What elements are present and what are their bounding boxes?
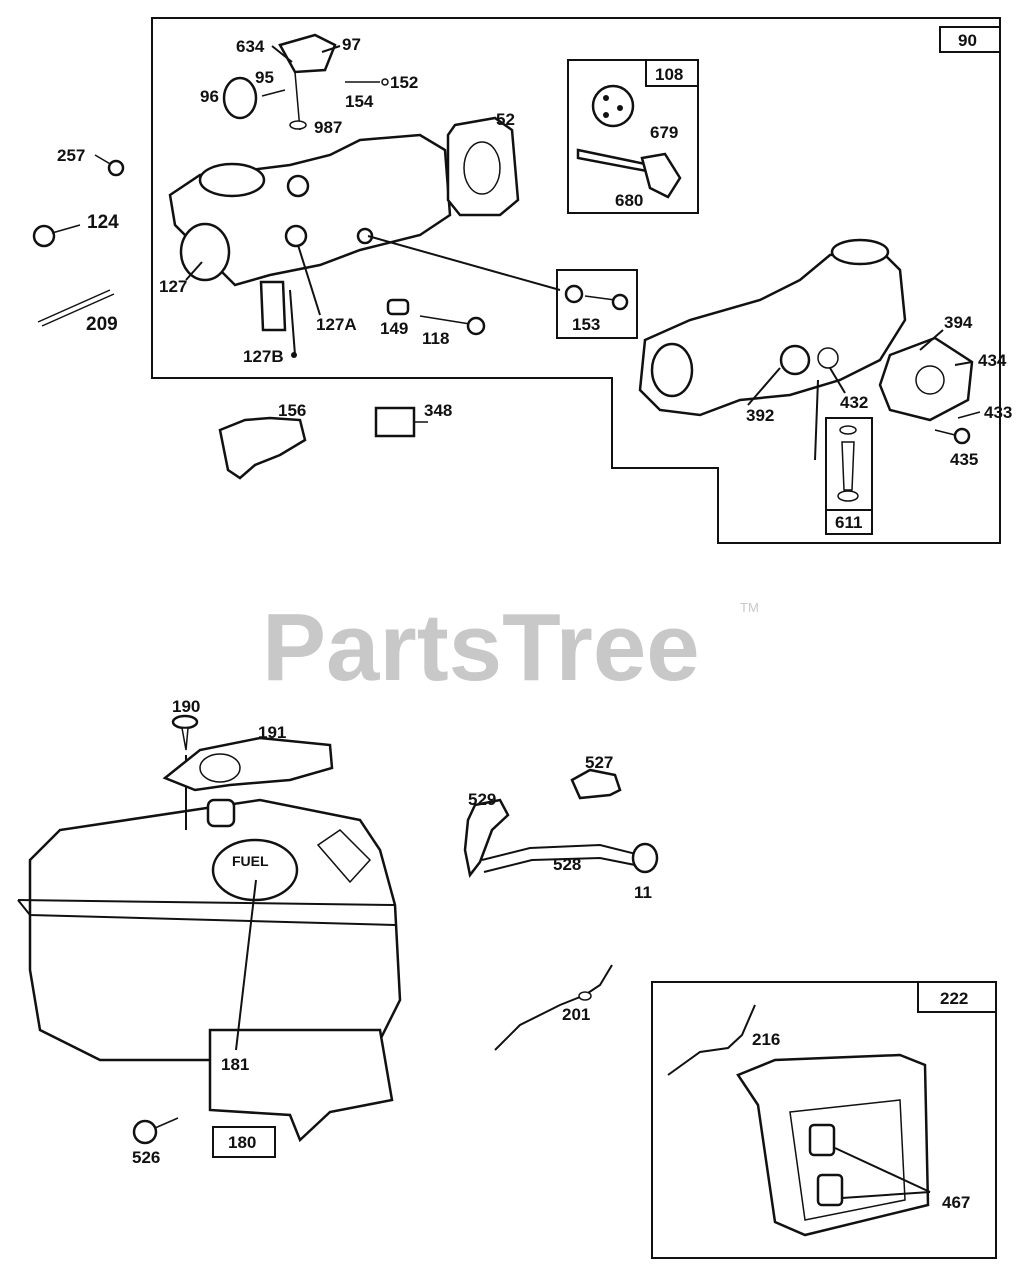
choke-lever bbox=[640, 152, 682, 199]
part-label-190: 190 bbox=[172, 697, 200, 716]
part-label-348: 348 bbox=[424, 401, 452, 420]
part-label-11: 11 bbox=[634, 883, 652, 902]
part-label-528: 528 bbox=[553, 855, 581, 874]
screw-inset-153: 153 bbox=[556, 269, 638, 339]
choke-lever-assembly bbox=[222, 33, 389, 131]
part-label-526: 526 bbox=[132, 1148, 160, 1167]
part-label-679: 679 bbox=[650, 123, 678, 142]
tank-gasket bbox=[162, 736, 334, 792]
fuel-cap bbox=[211, 838, 299, 902]
box-label-108: 108 bbox=[655, 65, 683, 84]
part-label-435: 435 bbox=[950, 450, 978, 469]
carburetor-group-frame: 90 bbox=[151, 17, 1001, 544]
part-label-467: 467 bbox=[942, 1193, 970, 1212]
part-label-97: 97 bbox=[342, 35, 361, 54]
idle-screws bbox=[386, 298, 486, 336]
part-label-181: 181 bbox=[221, 1055, 249, 1074]
fuel-pump-parts-box: 611 bbox=[825, 417, 873, 535]
carburetor-body bbox=[168, 133, 561, 358]
part-label-153: 153 bbox=[572, 315, 600, 334]
box-label-180: 180 bbox=[228, 1133, 256, 1152]
part-label-152: 152 bbox=[390, 73, 418, 92]
box-label-611: 611 bbox=[835, 513, 862, 532]
governor-link bbox=[494, 964, 613, 1051]
box-label-222: 222 bbox=[940, 989, 968, 1008]
part-label-257: 257 bbox=[57, 146, 85, 165]
governor-spring bbox=[667, 1004, 756, 1076]
part-label-127B: 127B bbox=[243, 347, 284, 366]
part-label-987: 987 bbox=[314, 118, 342, 137]
part-labels: 634 97 95 96 152 154 987 52 257 124 209 … bbox=[57, 35, 1012, 1212]
part-label-527: 527 bbox=[585, 753, 613, 772]
throttle-linkage bbox=[218, 406, 428, 480]
carburetor-side-view bbox=[638, 238, 981, 461]
governor-group-box: 222 bbox=[651, 981, 997, 1259]
part-label-156: 156 bbox=[278, 401, 306, 420]
part-label-127A: 127A bbox=[316, 315, 357, 334]
part-label-118: 118 bbox=[422, 329, 449, 348]
part-label-191: 191 bbox=[258, 723, 286, 742]
leader-lines bbox=[185, 45, 973, 406]
choke-kit-box: 108 679 680 bbox=[567, 59, 699, 214]
choke-plate bbox=[591, 84, 635, 128]
part-label-95: 95 bbox=[255, 68, 274, 87]
float-bowl bbox=[259, 280, 287, 332]
box-label-90: 90 bbox=[958, 31, 977, 50]
part-label-394: 394 bbox=[944, 313, 973, 332]
part-label-434: 434 bbox=[978, 351, 1007, 370]
tank-mount-screw bbox=[162, 714, 334, 830]
part-label-392: 392 bbox=[746, 406, 774, 425]
part-label-154: 154 bbox=[345, 92, 374, 111]
choke-shaft bbox=[576, 148, 654, 174]
part-label-680: 680 bbox=[615, 191, 643, 210]
part-label-127: 127 bbox=[159, 277, 187, 296]
watermark-brand: PartsTree bbox=[262, 594, 700, 701]
part-label-529: 529 bbox=[468, 790, 496, 809]
part-label-96: 96 bbox=[200, 87, 219, 106]
watermark-trademark: TM bbox=[740, 600, 759, 615]
part-label-149: 149 bbox=[380, 319, 408, 338]
part-label-216: 216 bbox=[752, 1030, 780, 1049]
part-label-201: 201 bbox=[562, 1005, 590, 1024]
fuel-line-assembly bbox=[463, 768, 659, 878]
part-label-432: 432 bbox=[840, 393, 868, 412]
fuel-tank: FUEL 180 bbox=[17, 798, 402, 1158]
part-label-124: 124 bbox=[87, 212, 119, 233]
carburetor-throat bbox=[179, 222, 231, 282]
part-label-634: 634 bbox=[236, 37, 265, 56]
part-label-209: 209 bbox=[86, 314, 118, 335]
part-label-52: 52 bbox=[496, 110, 515, 129]
tank-bolt bbox=[132, 1117, 179, 1145]
fuel-cap-text: FUEL bbox=[232, 853, 269, 869]
part-label-433: 433 bbox=[984, 403, 1012, 422]
loose-screws-left bbox=[32, 154, 125, 327]
